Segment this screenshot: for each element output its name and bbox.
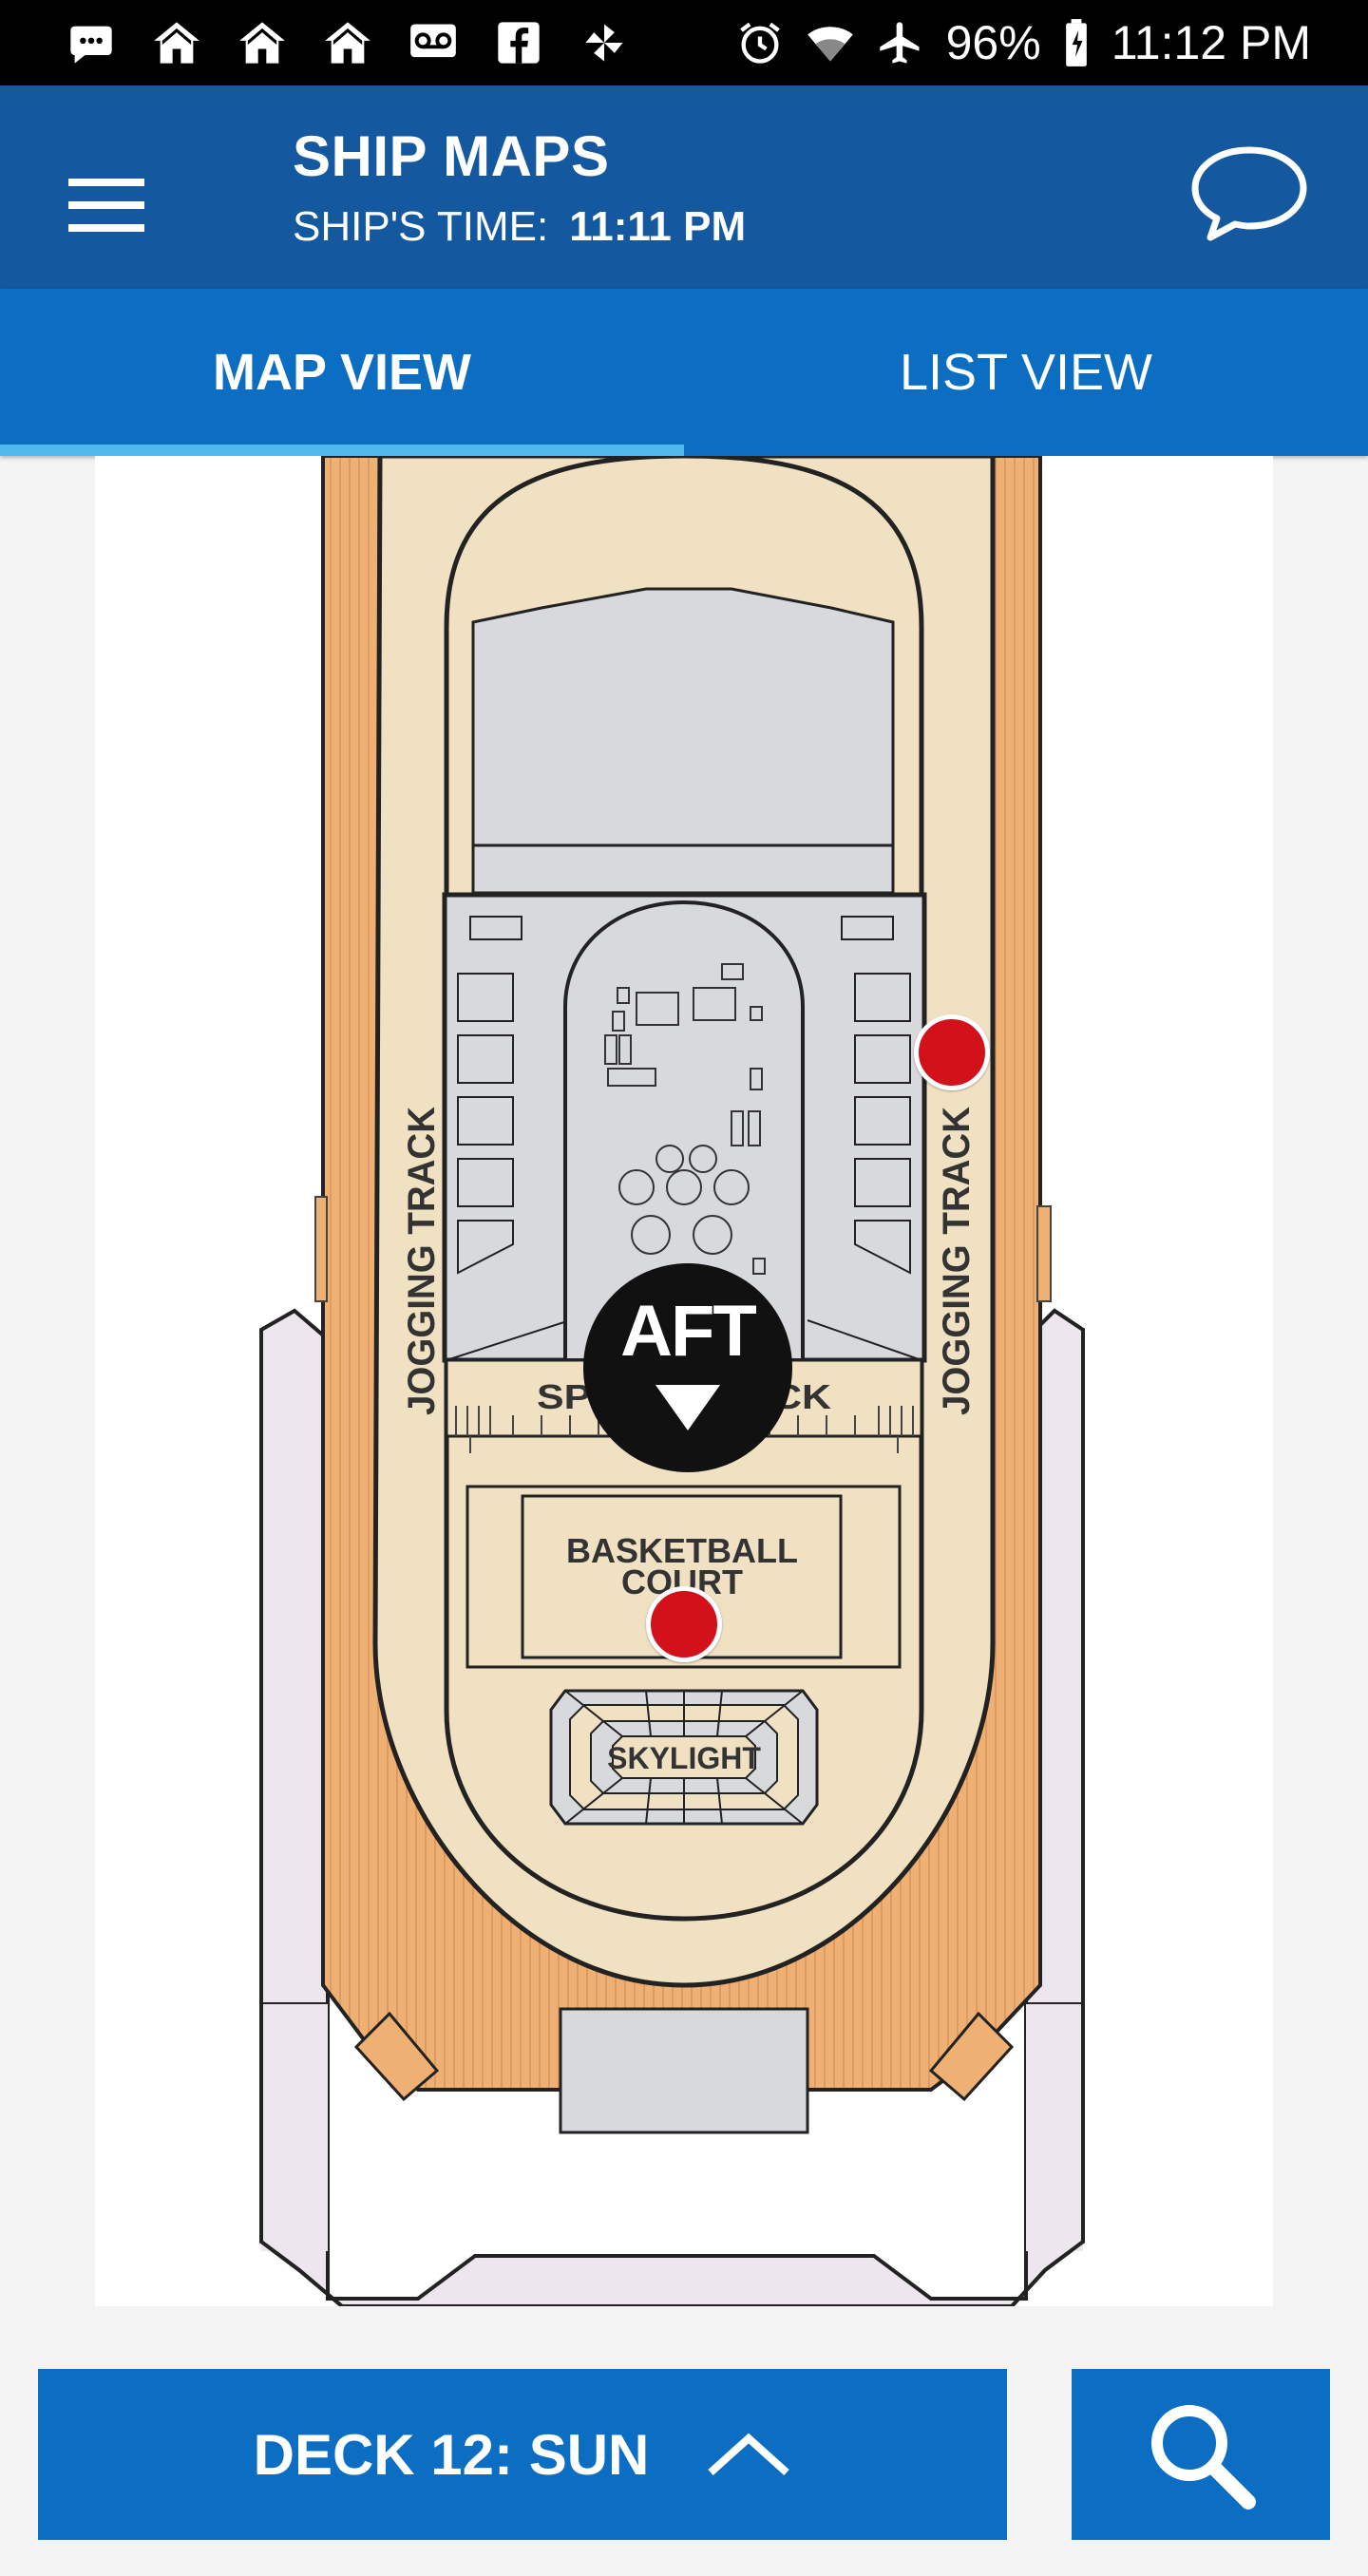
deck-label: DECK 12: SUN <box>253 2422 650 2487</box>
battery-percentage: 96% <box>945 16 1041 69</box>
menu-button[interactable] <box>48 146 165 264</box>
home-icon <box>152 18 201 67</box>
basketball-court-label-1: BASKETBALL <box>566 1531 798 1570</box>
chat-button[interactable] <box>1178 133 1320 256</box>
airplane-icon <box>876 18 925 67</box>
search-button[interactable] <box>1072 2369 1330 2540</box>
chevron-up-icon <box>708 2433 790 2475</box>
map-pin-basketball-court[interactable] <box>646 1586 722 1662</box>
view-tabs: MAP VIEW LIST VIEW <box>0 289 1368 456</box>
chat-bubble-icon <box>1191 146 1307 241</box>
deck-selector-button[interactable]: DECK 12: SUN <box>38 2369 1007 2540</box>
skylight-label: SKYLIGHT <box>607 1741 761 1775</box>
ship-time-value: 11:11 PM <box>569 203 747 250</box>
jogging-track-right-label: JOGGING TRACK <box>936 1107 978 1415</box>
home-icon <box>238 18 287 67</box>
ship-time-label: SHIP'S TIME: <box>293 203 549 250</box>
home-icon <box>323 18 372 67</box>
aft-direction-marker: AFT <box>581 1261 794 1474</box>
status-left-icons <box>66 18 629 67</box>
tab-list-view[interactable]: LIST VIEW <box>899 344 1153 401</box>
aft-label: AFT <box>620 1291 757 1372</box>
battery-icon <box>1062 18 1091 67</box>
map-pin-jogging-track[interactable] <box>914 1014 990 1090</box>
wifi-icon <box>806 18 855 67</box>
page-title: SHIP MAPS <box>293 124 610 188</box>
search-icon <box>1151 2405 1256 2510</box>
status-right-icons: 96% 11:12 PM <box>735 15 1311 70</box>
ship-time: SHIP'S TIME: 11:11 PM <box>293 203 746 251</box>
message-icon <box>66 18 116 67</box>
alarm-icon <box>735 18 785 67</box>
status-clock: 11:12 PM <box>1111 16 1311 69</box>
tab-map-view[interactable]: MAP VIEW <box>0 289 684 456</box>
hamburger-menu-icon <box>68 179 144 232</box>
pinwheel-icon <box>580 18 629 67</box>
jogging-track-left-label: JOGGING TRACK <box>401 1107 443 1415</box>
aft-arrow-icon <box>583 1263 792 1472</box>
status-bar: 96% 11:12 PM <box>0 0 1368 85</box>
app-bar: SHIP MAPS SHIP'S TIME: 11:11 PM <box>0 85 1368 289</box>
facebook-icon <box>494 18 543 67</box>
voicemail-icon <box>408 18 458 67</box>
